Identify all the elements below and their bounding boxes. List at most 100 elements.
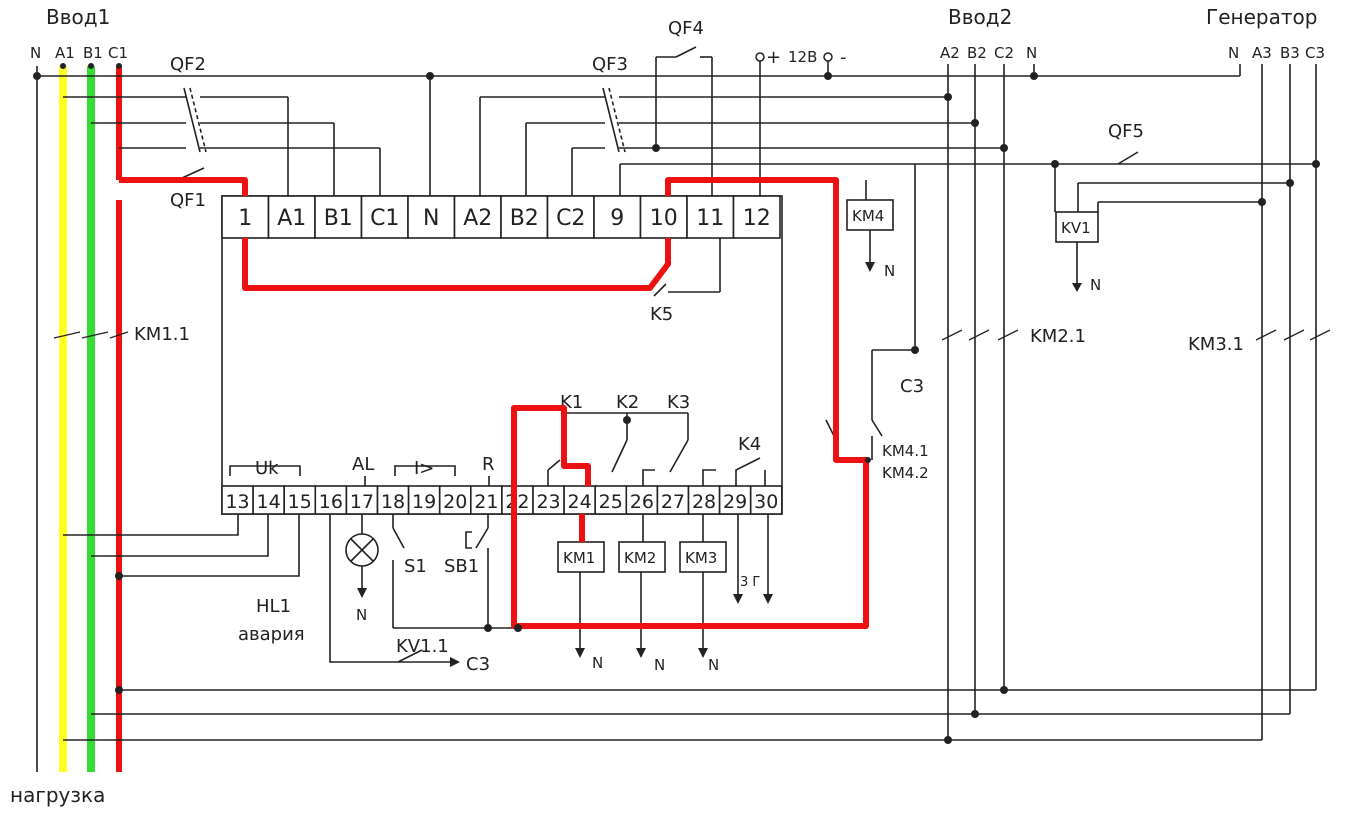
k2-contact <box>611 439 628 473</box>
km1-1-contact-mark <box>53 331 81 339</box>
arrow <box>357 588 367 598</box>
wire <box>119 514 300 577</box>
i-bracket <box>394 465 456 476</box>
km2-1-label: KM2.1 <box>1030 326 1086 347</box>
s1-label: S1 <box>404 556 427 577</box>
km2-label: KM2 <box>624 549 656 567</box>
terminal-cell <box>686 195 735 239</box>
c3-label-bottom: C3 <box>466 654 490 675</box>
junction <box>116 63 122 69</box>
terminal-label: 25 <box>599 491 623 513</box>
neutral-km2: N <box>654 656 665 674</box>
terminal-cell <box>252 485 286 515</box>
terminal-label: B2 <box>510 206 539 231</box>
km1-label: KM1 <box>563 549 595 567</box>
supply-plus: + <box>766 47 781 68</box>
uk-label: Uk <box>255 458 279 479</box>
junction <box>115 572 123 580</box>
km2-1-contact-mark <box>941 329 963 341</box>
generator-c-label: C3 <box>1305 44 1325 62</box>
km1-1-label: KM1.1 <box>134 324 190 345</box>
kv1-1-contact <box>397 649 423 663</box>
terminal-label: 30 <box>754 491 778 513</box>
arrow <box>698 648 708 658</box>
alarm-label: авария <box>238 624 305 645</box>
terminal-cell <box>732 195 781 239</box>
terminal-cell <box>594 485 628 515</box>
terminal-label: 29 <box>723 491 747 513</box>
terminal-cell <box>283 485 317 515</box>
terminal-cell <box>221 195 270 239</box>
c3-label-right: C3 <box>900 376 924 397</box>
i-label: I> <box>414 458 434 479</box>
terminal-label: 27 <box>661 491 685 513</box>
qf3-breaker-symbol <box>602 87 620 153</box>
sb1-button-cap <box>465 531 472 549</box>
terminal-label: 10 <box>650 206 678 231</box>
junction <box>484 624 492 632</box>
km4-2-label: KM4.2 <box>882 464 929 482</box>
arrow <box>763 594 773 604</box>
input1-b-label: B1 <box>83 44 103 62</box>
terminal-label: 11 <box>696 206 724 231</box>
s1-switch <box>392 527 405 549</box>
qf2-breaker-link <box>189 87 207 153</box>
km4-1-contact <box>825 419 835 437</box>
relay-module-body <box>221 195 783 515</box>
terminal-label: 16 <box>319 491 343 513</box>
supply-voltage: 12В <box>788 48 817 66</box>
red-path-loop <box>511 177 869 629</box>
arrow <box>865 262 875 272</box>
terminal-label: 12 <box>743 206 771 231</box>
terminal-label: 21 <box>474 491 498 513</box>
terminal-label: 18 <box>381 491 405 513</box>
junction <box>944 736 952 744</box>
terminal-label: N <box>423 206 439 231</box>
km3-coil <box>679 541 727 573</box>
terminal-cell <box>453 195 502 239</box>
generator-a-label: A3 <box>1252 44 1272 62</box>
terminal-cell <box>656 485 690 515</box>
terminal-label: 1 <box>238 206 252 231</box>
qf3-breaker-link <box>608 87 626 153</box>
supply-minus: - <box>840 47 847 68</box>
red-path-qf1 <box>119 177 248 196</box>
junction <box>1000 686 1008 694</box>
qf2-breaker-symbol <box>183 87 201 153</box>
qf4-breaker-symbol <box>675 46 697 58</box>
k3-label: K3 <box>667 392 690 413</box>
junction <box>514 624 522 632</box>
terminal-cell <box>593 195 642 239</box>
neutral-km4: N <box>884 262 895 280</box>
input2-b-label: B2 <box>967 44 987 62</box>
neutral-hl1: N <box>356 606 367 624</box>
terminal-label: A1 <box>277 206 306 231</box>
neutral-km1: N <box>592 654 603 672</box>
terminal-label: C1 <box>370 206 399 231</box>
neutral-kv1: N <box>1090 276 1101 294</box>
junction <box>60 63 66 69</box>
km4-label: KM4 <box>852 207 884 225</box>
input1-a-label: A1 <box>55 44 75 62</box>
k1-contact <box>547 459 561 471</box>
junction <box>865 457 871 463</box>
supply-plus-terminal <box>755 52 765 62</box>
wire <box>329 514 420 663</box>
terminal-label: 17 <box>350 491 374 513</box>
sb1-button <box>475 527 489 549</box>
generator-title: Генератор <box>1206 5 1317 29</box>
input2-c-label: C2 <box>994 44 1014 62</box>
k4-label: K4 <box>738 434 761 455</box>
terminal-cell <box>639 195 688 239</box>
terminal-label: 13 <box>225 491 249 513</box>
zg-label: 3 Г <box>740 575 760 590</box>
input1-n-label: N <box>30 44 41 62</box>
terminal-label: 28 <box>692 491 716 513</box>
terminal-label: 22 <box>505 491 529 513</box>
k5-label: K5 <box>650 304 673 325</box>
red-path-1-to-10 <box>242 238 671 291</box>
